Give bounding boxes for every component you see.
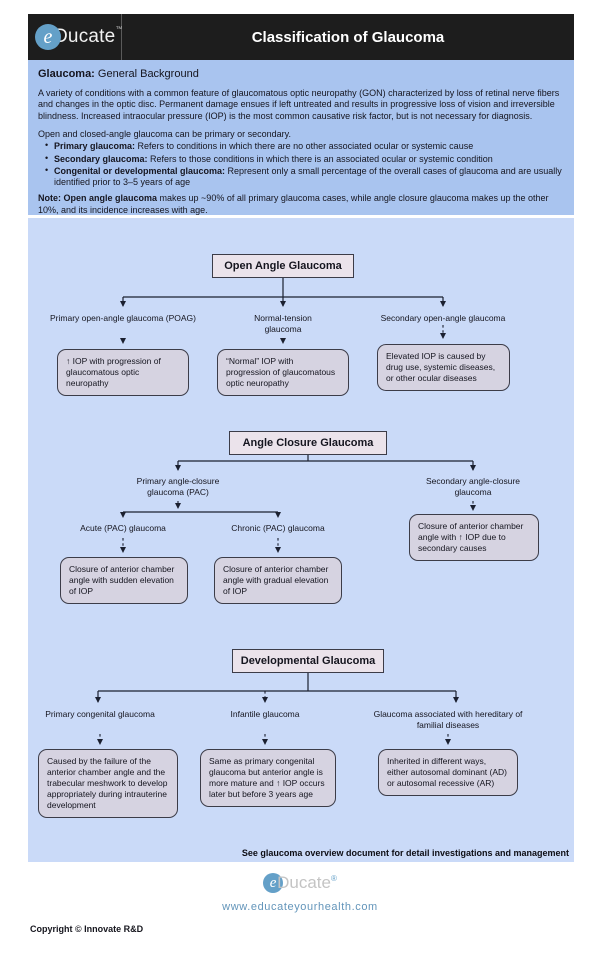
desc-acute-pac: Closure of anterior chamber angle with s… xyxy=(60,557,188,605)
background-heading-rest: General Background xyxy=(94,68,199,80)
educate-logo-text: Ducate xyxy=(277,873,331,892)
background-heading-bold: Glaucoma: xyxy=(38,68,95,80)
bullet-definition: Represent only a small percentage of the… xyxy=(54,165,562,188)
desc-normal-tension: “Normal” IOP with progression of glaucom… xyxy=(217,349,349,397)
title-bar: e Ducate™ Classification of Glaucoma xyxy=(28,14,574,60)
background-paragraph: A variety of conditions with a common fe… xyxy=(38,87,560,121)
branch-normal-tension-label: Normal-tension glaucoma xyxy=(254,313,312,334)
bullet-secondary-glaucoma: Secondary glaucoma: Refers to those cond… xyxy=(38,152,564,165)
background-note: Note: Open angle glaucoma makes up ~90% … xyxy=(38,193,564,216)
educate-logo-mark: e xyxy=(35,24,61,50)
branch-acute-pac-label: Acute (PAC) glaucoma xyxy=(80,523,166,533)
bullet-term: Congenital or developmental glaucoma: xyxy=(54,165,226,176)
background-lead: Open and closed-angle glaucoma can be pr… xyxy=(38,128,291,139)
page-title: Classification of Glaucoma xyxy=(251,28,445,46)
branch-secondary-open-angle-label: Secondary open-angle glaucoma xyxy=(380,313,506,323)
desc-poag: ↑ IOP with progression of glaucomatous o… xyxy=(57,349,189,397)
section-developmental-title: Developmental Glaucoma xyxy=(232,649,384,673)
footer-educate-logo: eDucate® xyxy=(0,873,600,893)
bullet-congenital-glaucoma: Congenital or developmental glaucoma: Re… xyxy=(38,165,564,189)
branch-infantile-label: Infantile glaucoma xyxy=(230,709,300,719)
branch-chronic-pac-label: Chronic (PAC) glaucoma xyxy=(231,523,325,533)
section-open-angle-title: Open Angle Glaucoma xyxy=(212,254,354,278)
trademark-symbol: ™ xyxy=(115,26,123,33)
flowchart-footnote: See glaucoma overview document for detai… xyxy=(241,848,569,858)
desc-infantile: Same as primary congenital glaucoma but … xyxy=(200,749,336,808)
desc-hereditary: Inherited in different ways, either auto… xyxy=(378,749,518,797)
desc-secondary-angle-closure: Closure of anterior chamber angle with ↑… xyxy=(409,514,539,562)
website-link[interactable]: www.educateyourhealth.com xyxy=(222,901,378,913)
educate-logo-text: Ducate™ xyxy=(54,26,123,48)
registered-symbol: ® xyxy=(330,873,337,883)
educate-logo-wordmark: Ducate® xyxy=(277,873,337,892)
desc-chronic-pac: Closure of anterior chamber angle with g… xyxy=(214,557,342,605)
branch-primary-congenital-label: Primary congenital glaucoma xyxy=(45,709,155,719)
branch-pac-label: Primary angle-closure glaucoma (PAC) xyxy=(136,476,220,497)
desc-secondary-open-angle: Elevated IOP is caused by drug use, syst… xyxy=(377,344,510,392)
bullet-primary-glaucoma: Primary glaucoma: Refers to conditions i… xyxy=(38,140,564,152)
flowchart-panel: Open Angle Glaucoma Primary open-angle g… xyxy=(28,218,574,862)
branch-hereditary-label: Glaucoma associated with hereditary of f… xyxy=(373,709,523,730)
educate-logo-wordmark: Ducate xyxy=(54,26,116,47)
note-rest: makes up ~90% of all primary glaucoma ca… xyxy=(38,193,549,215)
bullet-term: Primary glaucoma: xyxy=(54,141,136,152)
copyright-text: Copyright © Innovate R&D xyxy=(30,924,144,934)
bullet-term: Secondary glaucoma: xyxy=(54,153,148,164)
bullet-definition: Refers to conditions in which there are … xyxy=(135,141,474,152)
educate-logo: e Ducate™ xyxy=(28,14,122,60)
desc-primary-congenital: Caused by the failure of the anterior ch… xyxy=(38,749,178,819)
educate-logo-mark: e xyxy=(263,873,284,893)
general-background-panel: Glaucoma: General Background A variety o… xyxy=(28,60,574,215)
branch-secondary-angle-closure-label: Secondary angle-closure glaucoma xyxy=(425,476,521,497)
background-heading: Glaucoma: General Background xyxy=(38,68,564,82)
branch-poag-label: Primary open-angle glaucoma (POAG) xyxy=(50,313,196,323)
note-bold: Note: Open angle glaucoma xyxy=(38,193,158,204)
connector-lines xyxy=(95,278,476,745)
section-angle-closure-title: Angle Closure Glaucoma xyxy=(229,431,387,455)
bullet-definition: Refers to those conditions in which ther… xyxy=(147,153,493,164)
